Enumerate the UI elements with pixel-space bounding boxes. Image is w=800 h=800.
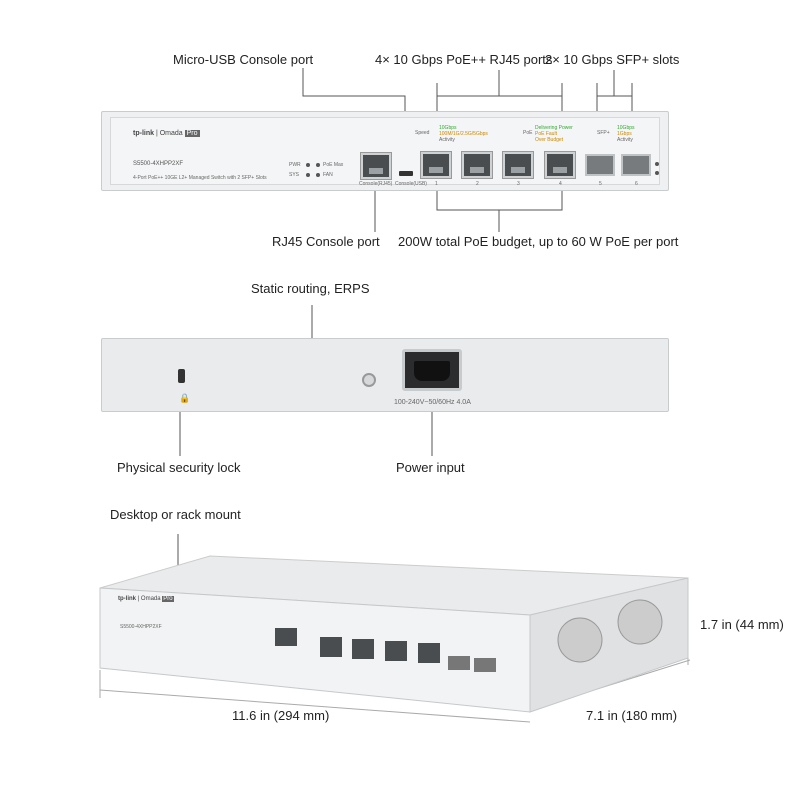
port-number: 1 (435, 181, 438, 187)
static-routing-label: Static routing, ERPS (251, 281, 370, 296)
console-usb-label: Console(USB) (395, 181, 427, 187)
sfp-slot-5 (585, 154, 615, 176)
console-rj45-label: Console(RJ45) (359, 181, 393, 187)
speed-label: Speed (415, 130, 430, 136)
front-face: tp-link | Omada Pro S5500-4XHPP2XF 4-Por… (110, 117, 660, 187)
poe-legend: PoE Fault (535, 131, 557, 137)
sfp-slots-label: 2× 10 Gbps SFP+ slots (545, 52, 680, 67)
poe-legend: Delivering Power (535, 125, 573, 131)
port-number: 2 (476, 181, 479, 187)
led-pwr-label: PWR (289, 162, 301, 168)
back-panel: 🔒 100-240V~50/60Hz 4.0A (101, 338, 669, 412)
poe-legend: Over Budget (535, 137, 564, 143)
micro-usb-console-label: Micro-USB Console port (173, 52, 314, 67)
port-number: 4 (559, 181, 562, 187)
sfp-legend: Activity (617, 137, 633, 143)
power-input-label: Power input (396, 460, 465, 475)
poe-max-led (316, 163, 320, 167)
security-lock-slot (178, 369, 185, 383)
rj45-port-3 (502, 151, 534, 179)
speed-legend: 10Gbps (439, 125, 457, 131)
depth-dimension: 7.1 in (180 mm) (586, 708, 678, 723)
ground-screw-icon (362, 373, 376, 387)
sfp-legend: 10Gbps (617, 125, 635, 131)
sfp-label: SFP+ (597, 130, 610, 136)
rj45-port-1 (420, 151, 452, 179)
led-fan-label: FAN (323, 172, 333, 178)
perspective-ports (275, 628, 496, 672)
fan-led (316, 173, 320, 177)
front-panel: tp-link | Omada Pro S5500-4XHPP2XF 4-Por… (101, 111, 669, 191)
sfp-slot-6 (621, 154, 651, 176)
power-inlet (402, 349, 462, 391)
fan-vent-icon (617, 599, 663, 645)
micro-usb-console-port (399, 171, 413, 176)
mount-label: Desktop or rack mount (110, 507, 241, 522)
speed-legend: Activity (439, 137, 455, 143)
poe-label: PoE (523, 130, 533, 136)
perspective-brand-logo: tp-link | Omada Pro (118, 596, 174, 602)
fan-vent-icon (557, 617, 603, 663)
iec-socket (414, 361, 450, 381)
led-sys-label: SYS (289, 172, 300, 178)
model-name: S5500-4XHPP2XF (133, 161, 184, 167)
sfp-legend: 1Gbps (617, 131, 632, 137)
brand-logo: tp-link | Omada Pro (133, 130, 200, 137)
lock-icon: 🔒 (179, 393, 191, 403)
rj45-port-2 (461, 151, 493, 179)
perspective-model-name: S5500-4XHPP2XF (120, 624, 162, 630)
port-number: 3 (517, 181, 520, 187)
speed-legend: 100M/1G/2.5G/5Gbps (439, 131, 488, 137)
rj45-port-4 (544, 151, 576, 179)
model-description: 4-Port PoE++ 10GE L2+ Managed Switch wit… (133, 175, 267, 181)
width-dimension: 11.6 in (294 mm) (232, 708, 330, 723)
sys-led (306, 173, 310, 177)
port-number: 6 (635, 181, 638, 187)
led-poe-max-label: PoE Max (323, 162, 344, 168)
security-lock-label: Physical security lock (117, 460, 241, 475)
pwr-led (306, 163, 310, 167)
poe-budget-label: 200W total PoE budget, up to 60 W PoE pe… (398, 234, 679, 249)
port-number: 5 (599, 181, 602, 187)
sfp-led (655, 171, 659, 175)
rj45-console-label: RJ45 Console port (272, 234, 380, 249)
rj45-ports-label: 4× 10 Gbps PoE++ RJ45 ports (375, 52, 553, 67)
rj45-console-port (360, 152, 392, 180)
height-dimension: 1.7 in (44 mm) (700, 617, 784, 632)
power-rating-label: 100-240V~50/60Hz 4.0A (394, 399, 471, 406)
sfp-led (655, 162, 659, 166)
